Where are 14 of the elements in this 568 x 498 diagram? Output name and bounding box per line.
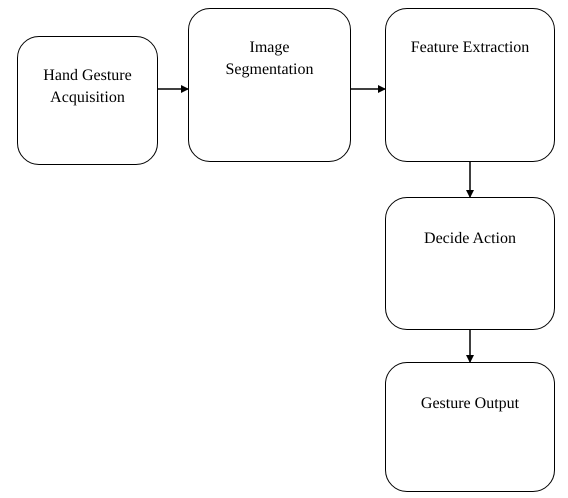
process-box xyxy=(188,8,351,162)
arrow xyxy=(466,162,474,198)
box-label: Hand Gesture Acquisition xyxy=(42,66,133,108)
arrow xyxy=(466,330,474,363)
arrow xyxy=(158,85,189,93)
box-label: Image Segmentation xyxy=(224,38,314,80)
arrow xyxy=(351,85,386,93)
process-box xyxy=(385,8,555,162)
process-box xyxy=(385,362,555,492)
box-label: Decide Action xyxy=(424,229,516,249)
box-label: Gesture Output xyxy=(420,394,520,414)
process-box xyxy=(385,197,555,330)
box-label: Feature Extraction xyxy=(410,38,530,58)
process-box xyxy=(17,36,158,165)
